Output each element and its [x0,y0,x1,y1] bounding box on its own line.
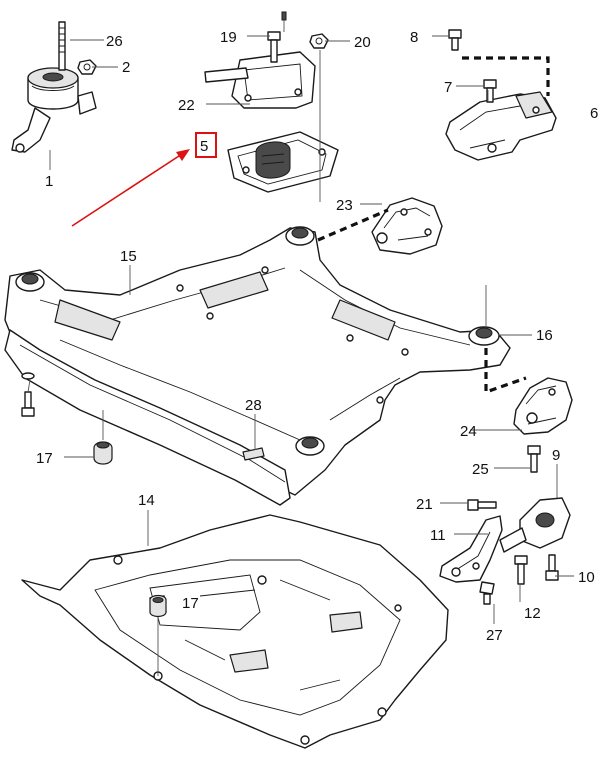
bolt-part-10 [545,554,559,581]
callout-9: 9 [552,447,560,464]
callout-2: 2 [122,59,130,76]
bolt-part-25 [527,445,541,473]
bushing-front-left [15,272,45,292]
marker-part-28 [242,447,265,461]
callout-15: 15 [120,248,137,265]
bracket-part-24 [513,377,573,435]
callout-17-plate: 17 [182,595,199,612]
highlight-arrow [71,149,190,227]
highlight-box [195,132,217,158]
bracket-part-6 [445,91,557,161]
callout-16: 16 [536,327,553,344]
subframe-part-15 [4,226,511,506]
callout-20: 20 [354,34,371,51]
bolt-part-19 [267,11,287,63]
bolt-part-12 [514,555,528,585]
dash-path-6 [462,56,550,96]
callout-21: 21 [416,496,433,513]
nut-part-2 [77,59,97,75]
bracket-part-23 [371,197,443,255]
callout-28: 28 [245,397,262,414]
bolt-part-17-left [21,372,113,465]
callout-6: 6 [590,105,598,122]
callout-22: 22 [178,97,195,114]
bolt-part-8 [448,29,462,51]
bracket-part-22 [204,51,316,109]
callout-1: 1 [45,173,53,190]
stud-part-26 [58,21,66,71]
callout-11: 11 [430,527,446,544]
bolt-part-21 [467,499,497,511]
callout-8: 8 [410,29,418,46]
callout-19: 19 [220,29,237,46]
callout-17-left: 17 [36,450,53,467]
torque-rod-part-9 [499,497,571,553]
engine-mount-part-1 [11,67,97,153]
callout-24: 24 [460,423,477,440]
callout-7: 7 [444,79,452,96]
bolt-part-27 [479,581,495,605]
dash-path-24 [484,348,527,395]
callout-27: 27 [486,627,503,644]
dash-path-23 [317,208,389,242]
callout-26: 26 [106,33,123,50]
callout-5: 5 [200,138,208,155]
bushing-front-right [295,436,325,456]
bushing-rear-right [468,326,500,346]
mount-part-5 [227,131,339,193]
callout-12: 12 [524,605,541,622]
callout-25: 25 [472,461,489,478]
callout-14: 14 [138,492,155,509]
callout-23: 23 [336,197,353,214]
skid-plate-part-14 [21,514,449,749]
bolt-part-7 [483,79,497,103]
leader-lines [27,35,574,624]
bolt-part-17-plate [149,594,167,676]
bracket-part-11 [439,515,503,583]
callout-10: 10 [578,569,595,586]
bushing-rear-left [285,226,315,246]
callout-labels: 26 2 1 19 20 22 5 8 7 6 23 15 16 28 24 1… [36,29,598,644]
nut-part-20 [309,33,329,49]
